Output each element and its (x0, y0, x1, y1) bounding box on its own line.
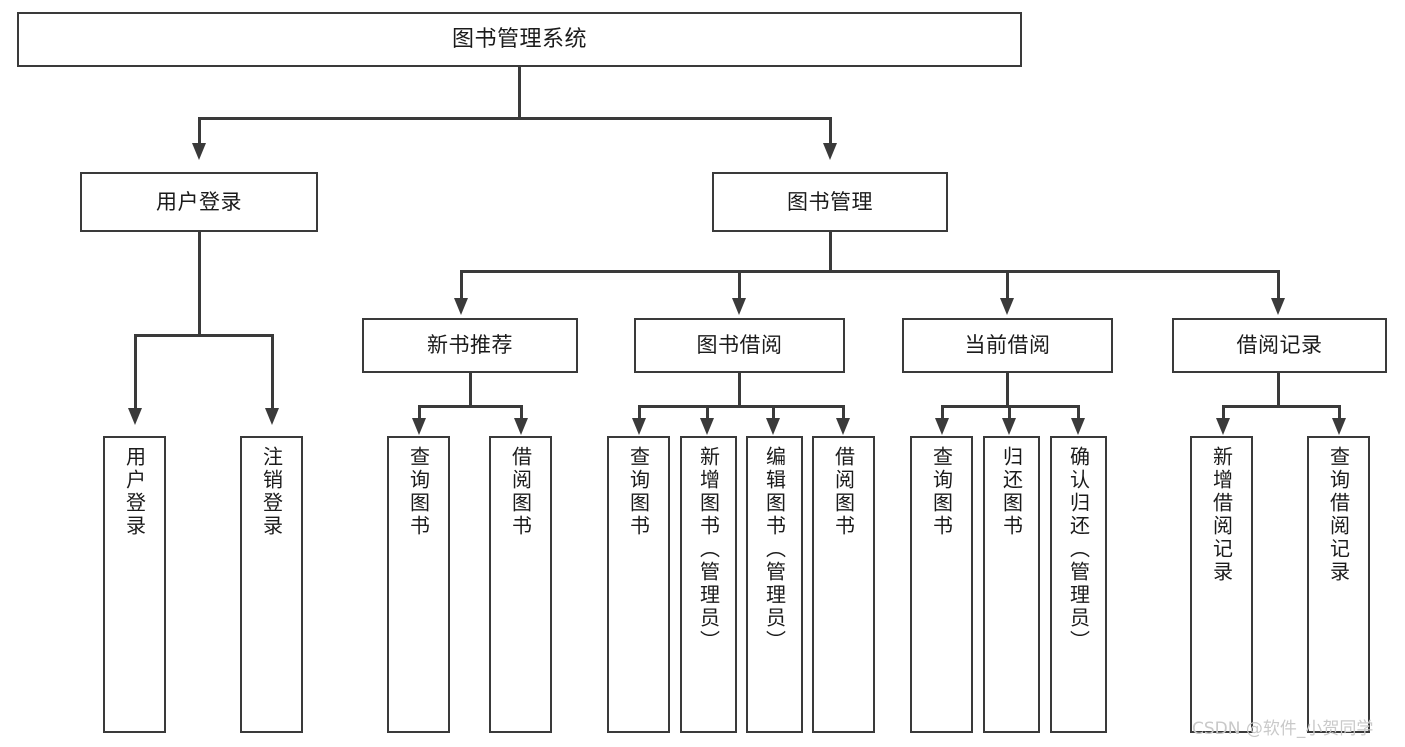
arrow-to-book-borrow (732, 298, 746, 315)
edge-root-stem (518, 67, 521, 118)
node-current-borrow[interactable]: 当前借阅 (902, 318, 1113, 373)
edge-nbr-bus (418, 405, 522, 408)
arrow-to-new-book-recommend (454, 298, 468, 315)
node-book-manage[interactable]: 图书管理 (712, 172, 948, 232)
edge-root-bus (198, 117, 831, 120)
leaf-borrow-book-2-label: 借阅图书 (831, 446, 856, 538)
arrow-to-leaf-query-record (1332, 418, 1346, 435)
leaf-query-book-2-label: 查询图书 (626, 446, 651, 538)
leaf-query-book-3[interactable]: 查询图书 (910, 436, 973, 733)
leaf-query-record-label: 查询借阅记录 (1326, 446, 1351, 584)
node-book-borrow-label: 图书借阅 (696, 333, 783, 358)
leaf-return-book-label: 归还图书 (999, 446, 1024, 538)
edge-book-manage-leg-1 (460, 270, 463, 299)
edge-bb-leg-1 (638, 405, 641, 419)
node-user-login[interactable]: 用户登录 (80, 172, 318, 232)
leaf-add-book-label: 新增图书（管理员） (696, 446, 721, 653)
edge-nbr-leg-1 (418, 405, 421, 419)
leaf-return-book[interactable]: 归还图书 (983, 436, 1040, 733)
arrow-to-leaf-add-book (700, 418, 714, 435)
leaf-query-book-1[interactable]: 查询图书 (387, 436, 450, 733)
leaf-query-book-1-label: 查询图书 (406, 446, 431, 538)
node-book-borrow[interactable]: 图书借阅 (634, 318, 845, 373)
arrow-to-borrow-record (1271, 298, 1285, 315)
edge-book-manage-stem (829, 232, 832, 272)
leaf-query-record[interactable]: 查询借阅记录 (1307, 436, 1370, 733)
edge-cb-leg-3 (1077, 405, 1080, 419)
edge-book-manage-bus (460, 270, 1279, 273)
edge-cb-leg-2 (1008, 405, 1011, 419)
edge-nbr-leg-2 (520, 405, 523, 419)
node-current-borrow-label: 当前借阅 (964, 333, 1051, 358)
node-user-login-label: 用户登录 (156, 189, 242, 214)
edge-br-leg-1 (1222, 405, 1225, 419)
edge-user-login-bus (134, 334, 273, 337)
arrow-to-leaf-query-book-2 (632, 418, 646, 435)
arrow-to-leaf-borrow-book-2 (836, 418, 850, 435)
arrow-to-leaf-add-record (1216, 418, 1230, 435)
arrow-to-leaf-query-book-3 (935, 418, 949, 435)
edge-root-leg-right (829, 117, 832, 144)
edge-br-leg-2 (1338, 405, 1341, 419)
node-book-manage-label: 图书管理 (787, 189, 873, 214)
leaf-user-login-label: 用户登录 (122, 446, 147, 538)
leaf-logout-login-label: 注销登录 (259, 446, 284, 538)
arrow-to-user-login (192, 143, 206, 160)
edge-book-manage-leg-2 (738, 270, 741, 299)
edge-book-manage-leg-3 (1006, 270, 1009, 299)
leaf-edit-book[interactable]: 编辑图书（管理员） (746, 436, 803, 733)
edge-cb-stem (1006, 373, 1009, 407)
node-root[interactable]: 图书管理系统 (17, 12, 1022, 67)
arrow-to-leaf-logout-login (265, 408, 279, 425)
node-borrow-record[interactable]: 借阅记录 (1172, 318, 1387, 373)
arrow-to-leaf-edit-book (766, 418, 780, 435)
leaf-logout-login[interactable]: 注销登录 (240, 436, 303, 733)
leaf-edit-book-label: 编辑图书（管理员） (762, 446, 787, 653)
edge-bb-bus (638, 405, 844, 408)
arrow-to-leaf-borrow-book-1 (514, 418, 528, 435)
leaf-add-record[interactable]: 新增借阅记录 (1190, 436, 1253, 733)
leaf-add-record-label: 新增借阅记录 (1209, 446, 1234, 584)
leaf-borrow-book-1-label: 借阅图书 (508, 446, 533, 538)
node-root-label: 图书管理系统 (451, 26, 587, 52)
leaf-query-book-3-label: 查询图书 (929, 446, 954, 538)
leaf-borrow-book-2[interactable]: 借阅图书 (812, 436, 875, 733)
edge-book-manage-leg-4 (1277, 270, 1280, 299)
edge-root-leg-left (198, 117, 201, 144)
leaf-query-book-2[interactable]: 查询图书 (607, 436, 670, 733)
edge-br-bus (1222, 405, 1340, 408)
leaf-confirm-return[interactable]: 确认归还（管理员） (1050, 436, 1107, 733)
arrow-to-leaf-query-book-1 (412, 418, 426, 435)
edge-bb-stem (738, 373, 741, 407)
arrow-to-current-borrow (1000, 298, 1014, 315)
leaf-user-login[interactable]: 用户登录 (103, 436, 166, 733)
node-new-book-recommend-label: 新书推荐 (427, 333, 513, 358)
arrow-to-leaf-user-login (128, 408, 142, 425)
edge-cb-leg-1 (941, 405, 944, 419)
leaf-add-book[interactable]: 新增图书（管理员） (680, 436, 737, 733)
edge-user-login-leg-2 (271, 334, 274, 409)
edge-nbr-stem (469, 373, 472, 407)
node-new-book-recommend[interactable]: 新书推荐 (362, 318, 578, 373)
edge-bb-leg-3 (772, 405, 775, 419)
edge-bb-leg-4 (842, 405, 845, 419)
edge-user-login-stem (198, 232, 201, 336)
leaf-borrow-book-1[interactable]: 借阅图书 (489, 436, 552, 733)
edge-user-login-leg-1 (134, 334, 137, 409)
arrow-to-book-manage (823, 143, 837, 160)
leaf-confirm-return-label: 确认归还（管理员） (1066, 446, 1091, 653)
node-borrow-record-label: 借阅记录 (1236, 333, 1323, 358)
arrow-to-leaf-confirm-return (1071, 418, 1085, 435)
edge-bb-leg-2 (706, 405, 709, 419)
edge-br-stem (1277, 373, 1280, 407)
arrow-to-leaf-return-book (1002, 418, 1016, 435)
